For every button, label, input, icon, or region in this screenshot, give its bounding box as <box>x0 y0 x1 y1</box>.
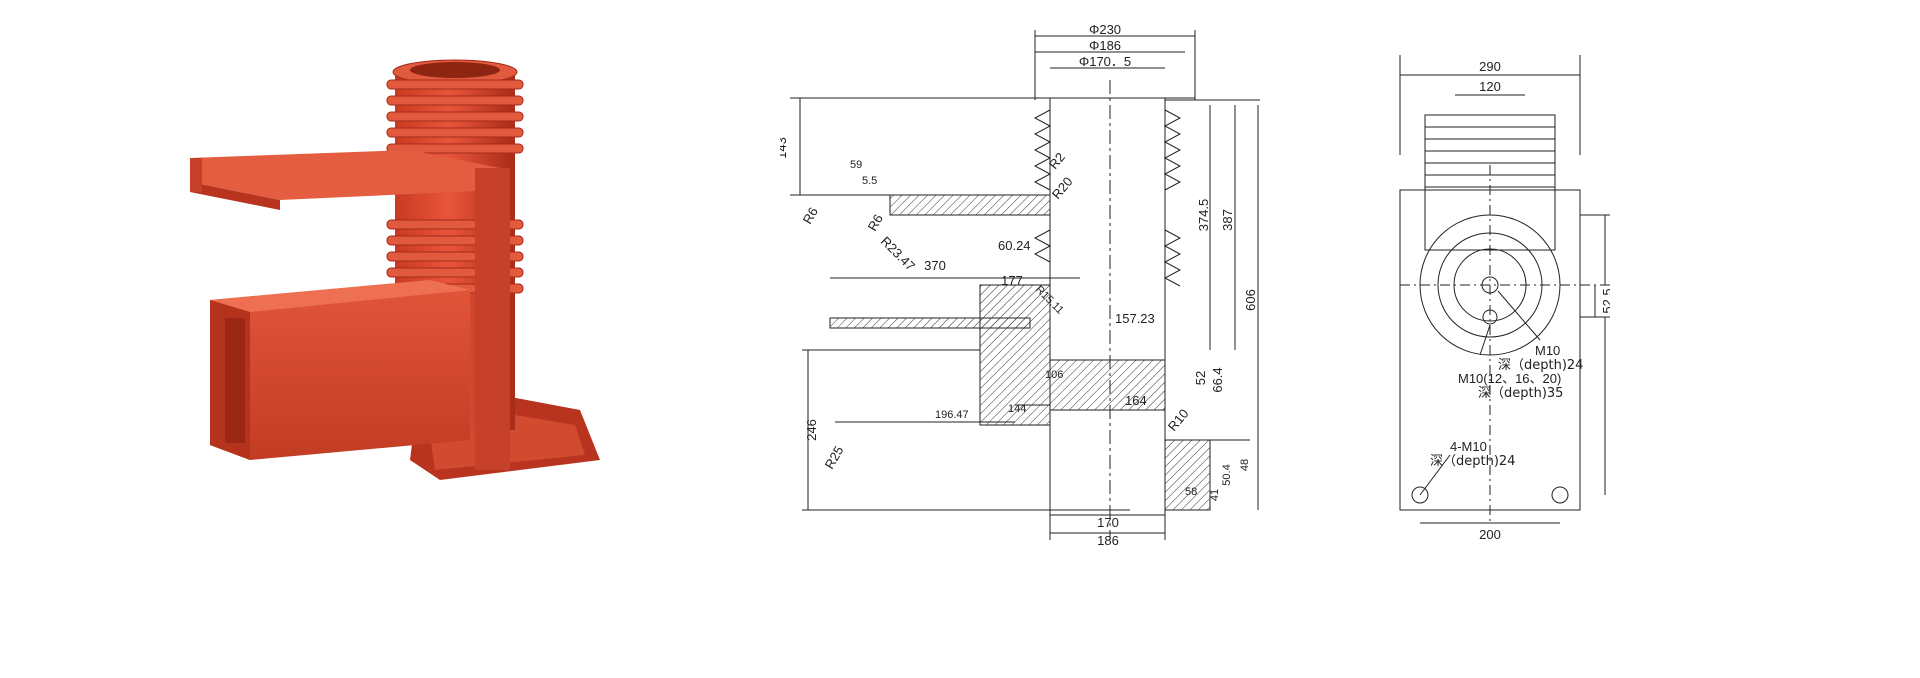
dim-370: 370 <box>924 258 946 273</box>
dim-157-23: 157.23 <box>1115 311 1155 326</box>
section-view-drawing: Φ230 Φ186 Φ170．5 143 59 5.5 R6 R6 R23.47… <box>774 20 1280 560</box>
dim-r6-left: R6 <box>800 205 821 227</box>
dim-170: 170 <box>1097 515 1119 530</box>
dim-200: 200 <box>1479 527 1501 542</box>
dim-5-5: 5.5 <box>862 175 877 187</box>
dim-246: 246 <box>804 419 819 441</box>
dim-41: 41 <box>1209 489 1221 501</box>
dim-106: 106 <box>1045 369 1063 381</box>
dim-r6-right: R6 <box>865 212 886 234</box>
label-depth-35: 深（depth)35 <box>1478 386 1563 401</box>
dim-52-5: 52.5 <box>1600 288 1610 313</box>
dim-d186: Φ186 <box>1089 38 1121 53</box>
dim-374-5: 374.5 <box>1196 199 1211 232</box>
dim-r25: R25 <box>822 443 847 471</box>
label-depth-24-b: 深（depth)24 <box>1430 454 1515 469</box>
dim-186: 186 <box>1097 533 1119 548</box>
dim-126: 126 <box>1608 239 1610 261</box>
section-view-svg: Φ230 Φ186 Φ170．5 143 59 5.5 R6 R6 R23.47… <box>774 22 1260 548</box>
dim-290: 290 <box>1479 59 1501 74</box>
front-view-drawing: 290 120 126 52.5 389 200 M10 深（depth)24 … <box>1380 55 1623 545</box>
dim-58: 58 <box>1185 486 1197 498</box>
dim-d230: Φ230 <box>1089 22 1121 37</box>
dim-177: 177 <box>1001 273 1023 288</box>
dim-606: 606 <box>1243 289 1258 311</box>
dim-r23-47: R23.47 <box>878 234 918 274</box>
dim-387: 387 <box>1220 209 1235 231</box>
dim-66-4: 66.4 <box>1210 367 1225 392</box>
dim-r20: R20 <box>1049 174 1076 202</box>
front-view-svg: 290 120 126 52.5 389 200 M10 深（depth)24 … <box>1399 55 1623 542</box>
dim-164: 164 <box>1125 393 1147 408</box>
dim-48: 48 <box>1239 459 1251 471</box>
dim-196-47: 196.47 <box>935 409 969 421</box>
dim-60-24: 60.24 <box>998 238 1031 253</box>
label-depth-24: 深（depth)24 <box>1498 358 1583 373</box>
dim-d170-5: Φ170．5 <box>1079 54 1131 69</box>
dim-143: 143 <box>780 137 789 159</box>
dim-r2: R2 <box>1046 150 1068 172</box>
label-m10-set: M10(12、16、20) <box>1458 371 1561 386</box>
dim-52: 52 <box>1193 371 1208 385</box>
dim-389: 389 <box>1608 394 1610 416</box>
dim-50-4: 50.4 <box>1221 464 1233 485</box>
product-photo <box>180 50 620 530</box>
label-m10: M10 <box>1535 343 1560 358</box>
dim-r10: R10 <box>1165 406 1192 434</box>
insulator-photo-drawing <box>190 59 600 480</box>
dim-120: 120 <box>1479 79 1501 94</box>
dim-59: 59 <box>850 159 862 171</box>
label-4-m10: 4-M10 <box>1450 439 1487 454</box>
dim-144: 144 <box>1008 403 1026 415</box>
